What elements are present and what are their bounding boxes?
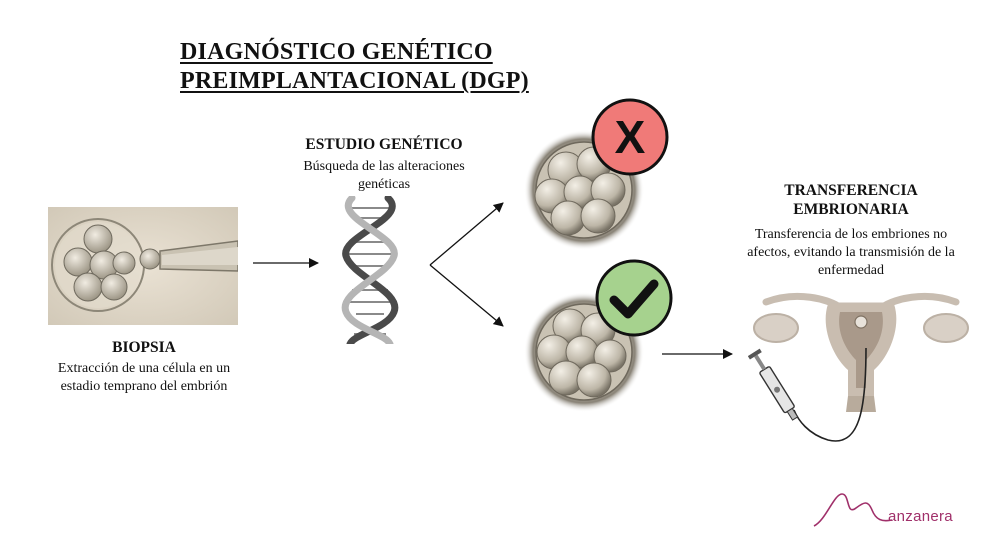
diagram-title: DIAGNÓSTICO GENÉTICO PREIMPLANTACIONAL (… <box>180 38 529 96</box>
arrow-study-to-healthy <box>429 264 504 327</box>
genetic-study-heading: ESTUDIO GENÉTICO <box>305 136 463 153</box>
accepted-check-icon <box>595 259 673 337</box>
biopsy-description-line-2: estadio temprano del embrión <box>60 379 228 394</box>
uterus-icon <box>753 292 969 412</box>
rejected-badge-symbol: X <box>615 111 646 163</box>
transfer-heading-line-1: TRANSFERENCIA <box>784 182 918 199</box>
transfer-description-line-3: enfermedad <box>817 263 885 278</box>
transfer-description-line-2: afectos, evitando la transmisión de la <box>747 245 955 260</box>
transfer-description: Transferencia de los embriones no afecto… <box>718 226 984 280</box>
biopsy-description-line-1: Extracción de una célula en un <box>57 361 231 376</box>
arrow-study-to-affected <box>429 202 504 266</box>
uterus-transfer-illustration <box>748 292 969 442</box>
dna-helix-icon <box>341 196 399 344</box>
genetic-study-description-line-2: genéticas <box>357 177 411 192</box>
biopsy-micropipette-image <box>48 207 238 325</box>
title-line-1: DIAGNÓSTICO GENÉTICO <box>180 39 493 65</box>
biopsy-heading: BIOPSIA <box>112 339 176 356</box>
genetic-study-description-line-1: Búsqueda de las alteraciones <box>303 159 465 174</box>
rejected-badge-circle <box>591 98 669 176</box>
brand-logo-mark <box>813 493 893 527</box>
genetic-study-description: Búsqueda de las alteraciones genéticas <box>276 158 492 194</box>
transfer-description-line-1: Transferencia de los embriones no <box>754 227 948 242</box>
transfer-heading-line-2: EMBRIONARIA <box>793 201 909 218</box>
title-line-2: PREIMPLANTACIONAL (DGP) <box>180 68 529 94</box>
transfer-heading: TRANSFERENCIA EMBRIONARIA <box>748 181 954 219</box>
biopsy-description: Extracción de una célula en un estadio t… <box>22 360 266 396</box>
syringe-catheter-icon <box>748 347 867 442</box>
brand-name: anzanera <box>888 508 953 525</box>
rejected-x-icon: X <box>591 98 669 176</box>
